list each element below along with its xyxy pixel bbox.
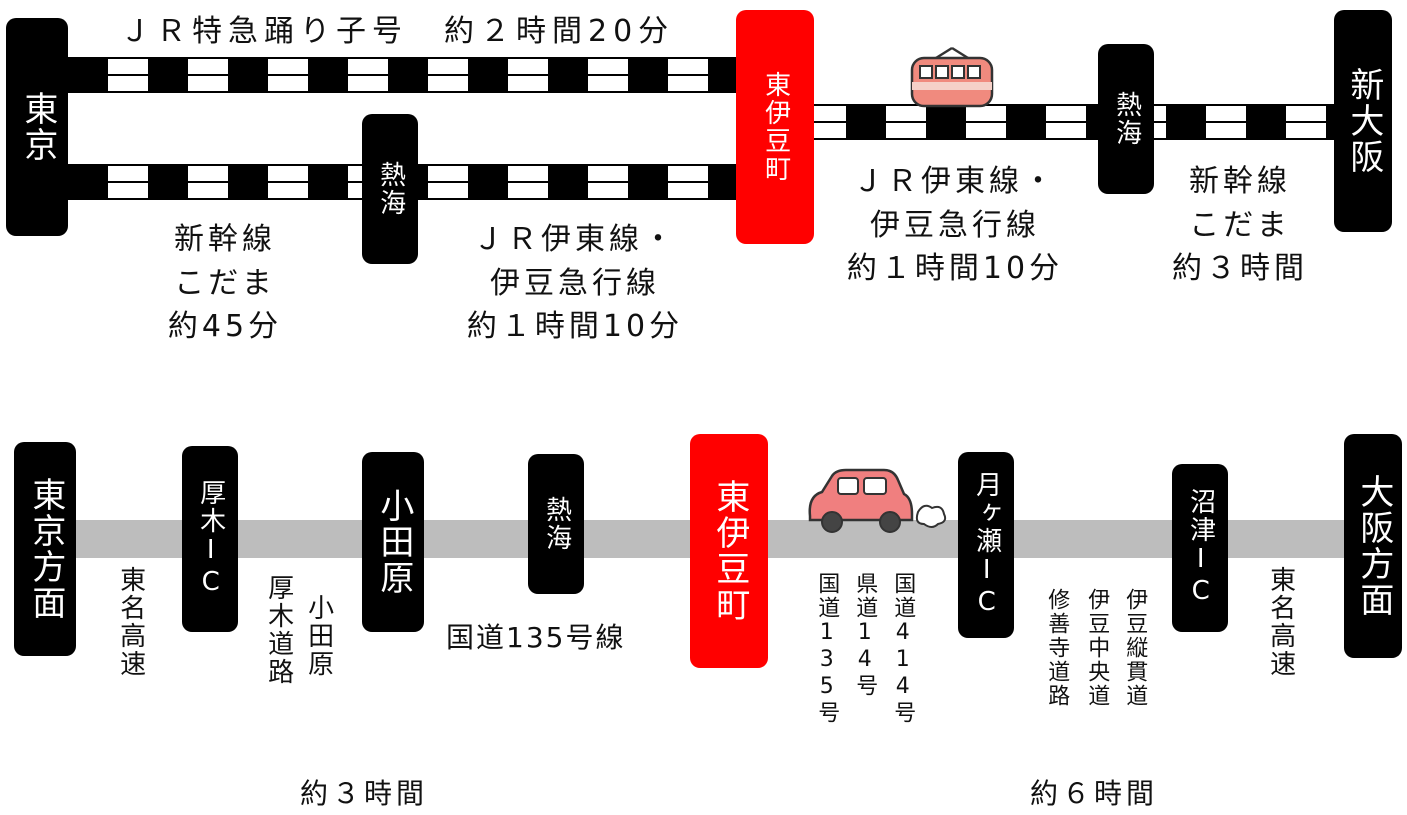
label-line: 約３時間 [1172, 251, 1308, 286]
label-line: こだま [174, 265, 276, 301]
route-shinkansen-kodama-label: 新幹線 こだま 約45分 [150, 218, 300, 349]
car-icon [808, 468, 947, 533]
road-node-tsukigase-ic: 月ヶ瀬IC [958, 452, 1014, 638]
road-time-left: 約３時間 [300, 777, 429, 810]
road-label-tomei-right: 東名高速 [1265, 566, 1296, 678]
road-label-izu-chuo: 伊豆中央道 [1084, 588, 1110, 708]
road-label-tomei-left: 東名高速 [115, 566, 146, 678]
road-label-shuzenji: 修善寺道路 [1044, 588, 1070, 708]
label-line: 伊豆急行線 [870, 207, 1040, 243]
label-line: 新幹線 [174, 222, 276, 257]
station-tokyo: 東京 [6, 18, 68, 236]
road-label-pref14: 県道14号 [852, 572, 878, 698]
road-node-higashi-izu: 東伊豆町 [690, 434, 768, 668]
road-node-numazu-ic: 沼津IC [1172, 464, 1228, 632]
route-ito-line-label: ＪＲ伊東線・ 伊豆急行線 約１時間10分 [440, 218, 710, 349]
road-time-right: 約６時間 [1030, 777, 1159, 810]
road-node-osaka-direction: 大阪方面 [1344, 434, 1402, 658]
road-label-route135-main: 国道135号線 [446, 621, 626, 654]
label-line: 約１時間10分 [846, 251, 1064, 286]
station-atami-right: 熱海 [1098, 44, 1154, 194]
label-line: 約１時間10分 [466, 309, 684, 344]
station-atami-lower: 熱海 [362, 114, 418, 264]
train-icon [910, 46, 994, 108]
station-shin-osaka: 新大阪 [1334, 10, 1392, 232]
label-line: 約45分 [167, 309, 283, 344]
route-shinkansen-right-label: 新幹線 こだま 約３時間 [1150, 160, 1330, 291]
road-label-atsugi-road: 厚木道路 [263, 574, 294, 686]
route-limited-express-label: ＪＲ特急踊り子号 約２時間20分 [120, 14, 675, 49]
road-node-tokyo-direction: 東京方面 [14, 442, 76, 656]
road-label-odawara-road: 小田原 [303, 594, 334, 678]
road-node-atami: 熱海 [528, 454, 584, 594]
road-label-izu-jukan: 伊豆縦貫道 [1122, 588, 1148, 708]
label-line: 新幹線 [1189, 164, 1291, 199]
label-line: こだま [1189, 207, 1291, 243]
label-line: ＪＲ伊東線・ [473, 222, 677, 257]
label-line: 伊豆急行線 [490, 265, 660, 301]
rail-track-right [766, 104, 1346, 140]
rail-track-upper [68, 57, 740, 93]
station-higashi-izu-rail: 東伊豆町 [736, 10, 814, 244]
route-ito-line-right-label: ＪＲ伊東線・ 伊豆急行線 約１時間10分 [820, 160, 1090, 291]
road-node-odawara: 小田原 [362, 452, 424, 632]
road-label-route135: 国道135号 [814, 572, 840, 725]
label-line: ＪＲ伊東線・ [853, 164, 1057, 199]
road-label-route414: 国道414号 [890, 572, 916, 725]
road-node-atsugi-ic: 厚木IC [182, 446, 238, 632]
